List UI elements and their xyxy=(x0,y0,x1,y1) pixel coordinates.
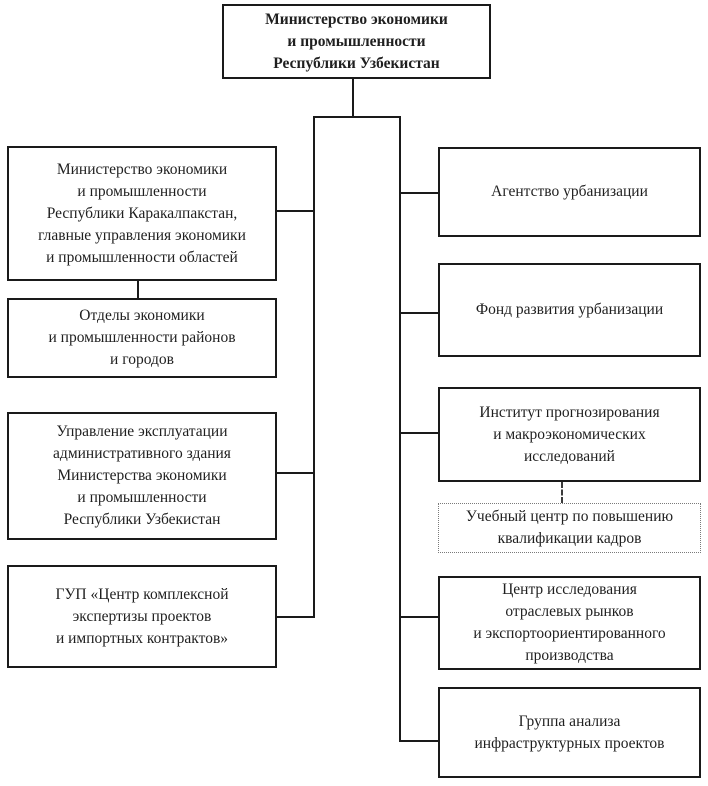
box-label: Фонд развития урбанизации xyxy=(475,301,664,318)
box-label: Агентство урбанизации xyxy=(491,183,648,200)
box-label: Институт прогнозирования и макроэкономич… xyxy=(479,403,660,465)
connector-left-1-to-2 xyxy=(137,281,139,298)
box-forecasting-institute: Институт прогнозирования и макроэкономич… xyxy=(438,387,701,482)
box-infrastructure-analysis-group: Группа анализа инфраструктурных проектов xyxy=(438,687,701,778)
connector-branch-left-4 xyxy=(277,616,313,618)
box-label: Учебный центр по повышению квалификации … xyxy=(465,508,674,547)
connector-branch-right-3 xyxy=(401,432,438,434)
connector-dashed-institute-training xyxy=(561,482,563,503)
box-urbanization-development-fund: Фонд развития урбанизации xyxy=(438,263,701,357)
box-label: Управление эксплуатации административног… xyxy=(53,423,231,528)
box-ministry-karakalpakstan: Министерство экономики и промышленности … xyxy=(7,146,277,281)
connector-root-stem xyxy=(352,79,354,117)
box-market-research-center: Центр исследования отраслевых рынков и э… xyxy=(438,576,701,670)
connector-left-spine xyxy=(313,116,315,618)
connector-branch-right-5 xyxy=(401,616,438,618)
connector-branch-left-1 xyxy=(277,210,313,212)
box-label: ГУП «Центр комплексной экспертизы проект… xyxy=(55,585,229,647)
box-building-operations-department: Управление эксплуатации административног… xyxy=(7,412,277,540)
box-district-city-departments: Отделы экономики и промышленности районо… xyxy=(7,298,277,378)
connector-branch-left-3 xyxy=(277,472,313,474)
box-label: Группа анализа инфраструктурных проектов xyxy=(474,712,665,752)
box-training-center: Учебный центр по повышению квалификации … xyxy=(438,503,701,553)
box-urbanization-agency: Агентство урбанизации xyxy=(438,147,701,237)
box-label: Министерство экономики и промышленности … xyxy=(265,10,448,72)
box-expertise-center-gup: ГУП «Центр комплексной экспертизы проект… xyxy=(7,565,277,668)
connector-top-bar xyxy=(313,116,401,118)
connector-right-spine xyxy=(399,116,401,742)
box-label: Министерство экономики и промышленности … xyxy=(38,160,246,266)
box-ministry-economy-uzbekistan: Министерство экономики и промышленности … xyxy=(222,4,491,79)
connector-branch-right-2 xyxy=(401,312,438,314)
box-label: Отделы экономики и промышленности районо… xyxy=(48,307,236,368)
box-label: Центр исследования отраслевых рынков и э… xyxy=(473,581,666,664)
connector-branch-right-6 xyxy=(401,740,438,742)
connector-branch-right-1 xyxy=(401,192,438,194)
